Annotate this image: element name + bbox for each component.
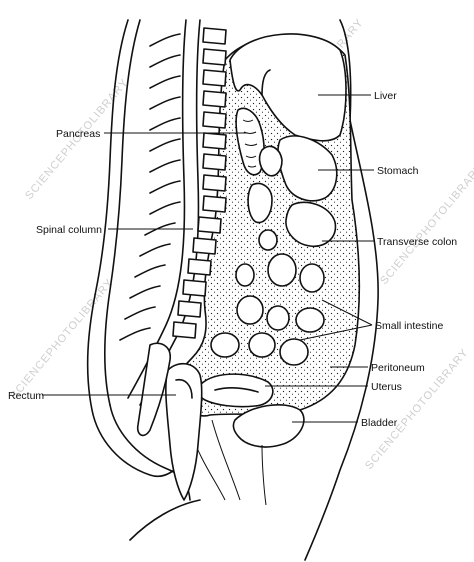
spinous-process-3: [149, 75, 181, 89]
intestine-loop-5: [295, 307, 325, 333]
intestine-loop-7: [248, 332, 276, 358]
vertebra-1: [202, 27, 227, 45]
intestine-loop-6: [210, 332, 240, 358]
vertebra-13: [182, 279, 207, 297]
small-intestine-leader-1: [321, 299, 373, 326]
vertebra-3: [202, 69, 227, 87]
intestine-loop-3: [236, 295, 264, 325]
vaginal-canal: [211, 419, 241, 501]
spinous-process-15: [119, 327, 151, 341]
liver-label: Liver: [374, 90, 397, 102]
spinous-process-10: [144, 222, 176, 236]
back-skin-inner: [103, 19, 141, 406]
back-outline: [86, 19, 186, 478]
vertebra-7: [202, 153, 227, 171]
watermark-3: SCIENCEPHOTOLIBRARY: [378, 161, 474, 286]
spinous-process-4: [149, 96, 181, 110]
urethra-line: [261, 444, 267, 506]
uterus-label: Uterus: [371, 381, 402, 393]
front-outline: [304, 19, 379, 561]
small-intestine-leader-2: [299, 324, 373, 341]
rectum-shape: [165, 362, 203, 501]
uterus-cavity: [214, 387, 259, 393]
thigh-outline: [129, 499, 201, 541]
stomach-label: Stomach: [377, 165, 419, 177]
uterus-shape: [197, 373, 274, 408]
spinous-process-8: [149, 180, 181, 194]
peritoneum-label: Peritoneum: [371, 362, 425, 374]
pancreas-texture: [242, 119, 258, 168]
labels: Liver Pancreas Stomach Spinal column Tra…: [8, 90, 457, 429]
transverse-colon-shape: [285, 201, 337, 247]
small-intestine-label: Small intestine: [375, 320, 443, 332]
duodenum-loop: [247, 182, 273, 224]
spinous-processes-group: [119, 33, 181, 341]
vertebra-5: [202, 111, 227, 129]
intestine-loop-10: [235, 263, 255, 287]
spinous-process-9: [149, 201, 181, 215]
intestine-loop-2: [299, 263, 325, 293]
intestine-loop-4: [266, 305, 290, 331]
vertebra-10: [197, 216, 222, 234]
watermark-4: SCIENCEPHOTOLIBRARY: [8, 276, 116, 401]
vertebrae-group: [172, 27, 227, 339]
sacrum-shape: [136, 342, 171, 437]
intestine-loop-8: [279, 338, 309, 366]
vertebra-6: [202, 132, 227, 150]
spinous-process-2: [149, 54, 181, 68]
spinal-column-label: Spinal column: [36, 224, 102, 236]
vertebra-2: [202, 48, 227, 66]
spinous-process-14: [124, 306, 156, 320]
spinous-process-7: [149, 159, 181, 173]
vertebra-9: [202, 195, 227, 213]
bladder-label: Bladder: [361, 417, 398, 429]
small-intestine-group: [210, 229, 325, 366]
upper-loop-1: [258, 145, 283, 177]
vertebra-12: [187, 258, 212, 276]
intestine-loop-9: [258, 229, 278, 251]
intestine-loop-1: [267, 253, 297, 287]
transverse-colon-label: Transverse colon: [377, 236, 457, 248]
stomach-shape: [277, 135, 338, 202]
spinous-process-1: [149, 33, 181, 47]
vertebra-14: [177, 300, 202, 318]
spinous-process-6: [149, 138, 181, 152]
pancreas-shape: [235, 107, 265, 176]
vertebra-4: [202, 90, 227, 108]
spinous-process-13: [129, 285, 161, 299]
vertebra-15: [172, 321, 197, 339]
vertebra-8: [202, 174, 227, 192]
spinous-process-5: [149, 117, 181, 131]
bladder-shape: [232, 404, 305, 448]
spinous-process-12: [134, 264, 166, 278]
rectum-label: Rectum: [8, 390, 44, 402]
rectum-fold: [175, 378, 193, 399]
vertebra-11: [192, 237, 217, 255]
pancreas-label: Pancreas: [56, 128, 100, 140]
liver-ligament: [261, 69, 271, 96]
leader-lines: [42, 94, 374, 423]
spinous-process-11: [139, 243, 171, 257]
